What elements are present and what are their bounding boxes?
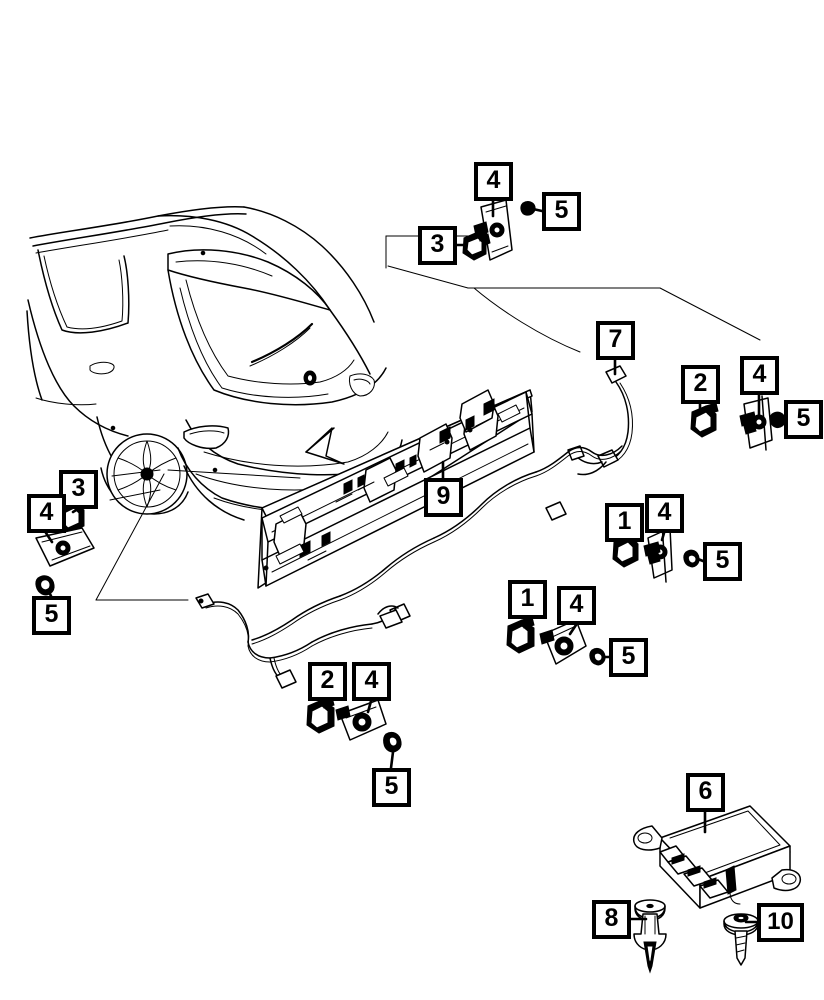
callout-3-left[interactable]: 3: [59, 470, 98, 509]
callout-1-mid[interactable]: 1: [508, 580, 547, 619]
callout-label: 4: [39, 498, 54, 526]
callout-label: 7: [608, 325, 623, 353]
callout-10[interactable]: 10: [757, 903, 804, 942]
callout-leader-lines: [44, 199, 786, 924]
callout-7[interactable]: 7: [596, 321, 635, 360]
upper-bumper-wiring-harness: [251, 445, 623, 645]
callout-label: 4: [364, 666, 379, 694]
callout-label: 6: [698, 777, 713, 805]
callout-4-right[interactable]: 4: [740, 356, 779, 395]
callout-label: 9: [436, 482, 451, 510]
sensor-group-top: [462, 199, 536, 261]
callout-label: 4: [657, 498, 672, 526]
callout-label: 5: [621, 642, 636, 670]
callout-label: 8: [604, 904, 619, 932]
callout-label: 4: [569, 590, 584, 618]
part-7-jumper-harness: [567, 365, 633, 476]
callout-label: 5: [715, 546, 730, 574]
sensor-group-right-upper: [690, 395, 786, 451]
callout-label: 2: [320, 666, 335, 694]
sensor-group-right-lower: [612, 523, 700, 583]
callout-2-bottom[interactable]: 2: [308, 662, 347, 701]
callout-4-mid[interactable]: 4: [557, 586, 596, 625]
callout-label: 3: [430, 230, 445, 258]
callout-label: 5: [384, 772, 399, 800]
callout-1-right[interactable]: 1: [605, 503, 644, 542]
callout-5-left[interactable]: 5: [32, 596, 71, 635]
callout-4-bottom[interactable]: 4: [352, 662, 391, 701]
callout-4-right-lower[interactable]: 4: [645, 494, 684, 533]
callout-5-top[interactable]: 5: [542, 192, 581, 231]
sensor-group-bottom: [306, 696, 402, 753]
callout-label: 5: [554, 196, 569, 224]
callout-4-top[interactable]: 4: [474, 162, 513, 201]
lower-bumper-wiring-harness: [195, 593, 403, 689]
callout-5-right[interactable]: 5: [784, 400, 823, 439]
callout-9[interactable]: 9: [424, 478, 463, 517]
part-8-push-pin-retainer: [633, 899, 667, 974]
vehicle-rear-illustration: [26, 206, 761, 601]
callout-label: 1: [617, 507, 632, 535]
callout-3-top[interactable]: 3: [418, 226, 457, 265]
callout-label: 3: [71, 474, 86, 502]
part-6-park-assist-module: [632, 805, 802, 909]
callout-label: 4: [752, 360, 767, 388]
part-10-mounting-screw: [723, 913, 759, 966]
callout-4-left[interactable]: 4: [27, 494, 66, 533]
callout-5-right-lower[interactable]: 5: [703, 542, 742, 581]
callout-2-right[interactable]: 2: [681, 365, 720, 404]
callout-label: 4: [486, 166, 501, 194]
callout-5-mid[interactable]: 5: [609, 638, 648, 677]
callout-5-bottom[interactable]: 5: [372, 768, 411, 807]
callout-label: 2: [693, 369, 708, 397]
callout-label: 1: [520, 584, 535, 612]
callout-8[interactable]: 8: [592, 900, 631, 939]
part-9-reinforcement-beam: [257, 389, 535, 589]
callout-label: 5: [44, 600, 59, 628]
callout-6[interactable]: 6: [686, 773, 725, 812]
callout-label: 10: [767, 907, 794, 935]
callout-label: 5: [796, 404, 811, 432]
